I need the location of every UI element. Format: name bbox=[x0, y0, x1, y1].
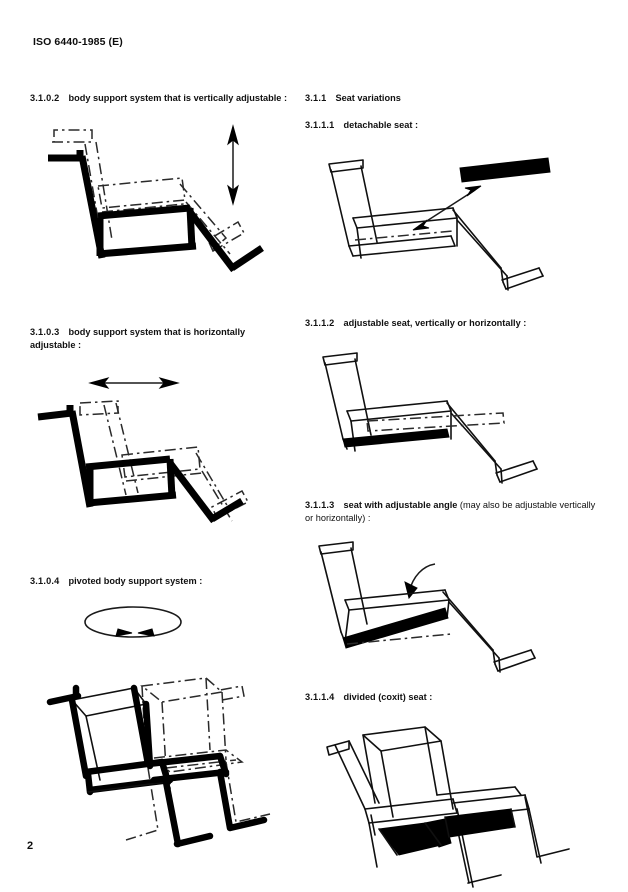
svg-detachable-seat bbox=[328, 157, 551, 291]
figure-wheelchair-pivot bbox=[30, 600, 290, 850]
heading-number-3-1-1-2: 3.1.1.2 bbox=[305, 317, 335, 328]
heading-colon-3-1-1-1: : bbox=[415, 120, 419, 131]
heading-title-3-1-1-1: detachable seat bbox=[343, 120, 413, 131]
chair-thin-outline bbox=[326, 726, 570, 889]
heading-number-3-1-0-2: 3.1.0.2 bbox=[30, 93, 60, 103]
svg-divided-seat bbox=[326, 726, 570, 889]
heading-title-3-1-1-3: seat with adjustable angle bbox=[343, 500, 458, 511]
chair-thick-outline bbox=[37, 405, 244, 524]
left-column: 3.1.0.2 body support system that is verti… bbox=[30, 92, 290, 850]
figure-detachable-seat bbox=[305, 146, 605, 301]
double-headed-vertical-arrow bbox=[227, 124, 239, 207]
tilted-seat-black bbox=[342, 607, 449, 649]
heading-number-3-1-1-1: 3.1.1.1 bbox=[305, 120, 335, 131]
figure-adjustable-seat bbox=[305, 343, 605, 485]
heading-3-1-1-2: 3.1.1.2 adjustable seat, vertically or ho… bbox=[305, 317, 605, 329]
svg-pivot bbox=[46, 605, 271, 847]
seat-ghost-line bbox=[354, 230, 454, 241]
heading-number-3-1-1: 3.1.1 bbox=[305, 93, 327, 103]
heading-title-3-1-1-4: divided (coxit) seat bbox=[343, 692, 427, 703]
divided-seat-edges bbox=[378, 808, 516, 857]
double-headed-horizontal-arrow bbox=[88, 377, 180, 390]
heading-title-3-1-0-3: body support system that is horizontally… bbox=[30, 327, 246, 350]
heading-title-3-1-1: Seat variations bbox=[335, 93, 401, 103]
seat-ghost-original bbox=[346, 633, 452, 645]
svg-seat-angle bbox=[318, 541, 536, 673]
heading-number-3-1-1-3: 3.1.1.3 bbox=[305, 500, 335, 511]
heading-title-3-1-0-2: body support system that is vertically a… bbox=[68, 93, 282, 103]
heading-3-1-1-1: 3.1.1.1 detachable seat : bbox=[305, 119, 605, 131]
heading-colon-3-1-1-3: : bbox=[367, 512, 371, 523]
figure-wheelchair-horizontal-adjust bbox=[30, 365, 290, 555]
heading-note-3-1-1-3: (may also be adjustable vertically or ho… bbox=[305, 500, 596, 523]
heading-colon-3-1-0-2: : bbox=[283, 93, 288, 103]
heading-3-1-1: 3.1.1 Seat variations bbox=[305, 92, 605, 104]
right-column: 3.1.1 Seat variations 3.1.1.1 detachable s… bbox=[305, 92, 605, 892]
heading-colon-3-1-1-2: : bbox=[523, 317, 527, 328]
heading-3-1-0-2: 3.1.0.2 body support system that is verti… bbox=[30, 92, 290, 104]
chair-thin-outline bbox=[318, 541, 536, 673]
svg-vertical-adjust bbox=[48, 124, 264, 273]
chair-thin-outline bbox=[328, 159, 544, 291]
heading-number-3-1-1-4: 3.1.1.4 bbox=[305, 692, 335, 703]
rotation-ellipse-arrows bbox=[84, 605, 182, 638]
svg-horizontal-adjust bbox=[37, 377, 250, 524]
divided-seat-center-gap bbox=[424, 818, 452, 849]
heading-title-3-1-1-2: adjustable seat, vertically or horizonta… bbox=[343, 317, 521, 328]
figure-seat-adjustable-angle bbox=[305, 538, 605, 673]
figure-divided-coxit-seat bbox=[305, 717, 605, 892]
heading-colon-3-1-0-3: : bbox=[78, 339, 82, 350]
chair-thick-outline bbox=[46, 684, 268, 847]
page-number: 2 bbox=[27, 840, 34, 852]
standard-reference-header: ISO 6440-1985 (E) bbox=[33, 36, 123, 48]
seat-ghost-shifted bbox=[366, 412, 505, 433]
heading-3-1-1-4: 3.1.1.4 divided (coxit) seat : bbox=[305, 691, 605, 703]
detached-seat-bar bbox=[459, 157, 551, 183]
chair-thin-outline bbox=[322, 352, 538, 485]
heading-number-3-1-0-4: 3.1.0.4 bbox=[30, 576, 60, 587]
heading-colon-3-1-0-4: : bbox=[199, 576, 203, 587]
heading-title-3-1-0-4: pivoted body support system bbox=[68, 576, 197, 587]
ghost-outline-raised bbox=[52, 129, 246, 255]
heading-3-1-0-4: 3.1.0.4 pivoted body support system : bbox=[30, 575, 290, 587]
seat-black-bar bbox=[342, 428, 450, 448]
figure-wheelchair-vertical-adjust bbox=[30, 114, 290, 304]
svg-adjustable-seat bbox=[322, 352, 538, 485]
heading-number-3-1-0-3: 3.1.0.3 bbox=[30, 327, 60, 338]
chair-thick-outline bbox=[48, 150, 264, 273]
heading-colon-3-1-1-4: : bbox=[429, 692, 433, 703]
heading-3-1-1-3: 3.1.1.3 seat with adjustable angle (may a… bbox=[305, 499, 605, 524]
